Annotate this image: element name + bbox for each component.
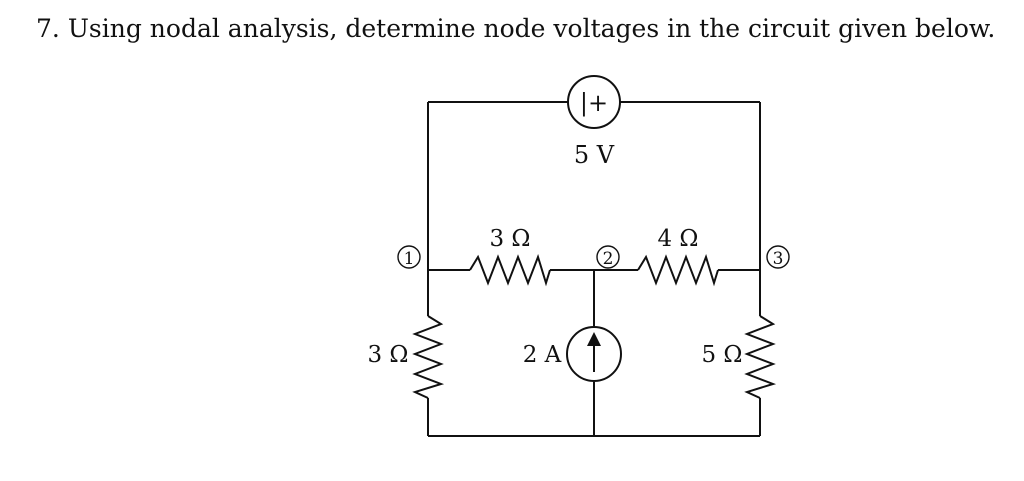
current-source-label: 2 A	[523, 342, 562, 368]
svg-text:1: 1	[404, 249, 415, 269]
question-text: 7.Using nodal analysis, determine node v…	[36, 12, 995, 46]
top-wires	[427, 101, 761, 270]
svg-text:3: 3	[773, 249, 784, 269]
voltage-source-label: 5 V	[574, 141, 615, 169]
voltage-source-symbol: |+	[580, 89, 608, 118]
arrow-up-icon	[587, 332, 601, 346]
resistor-2-3-label: 4 Ω	[657, 226, 698, 252]
resistor-1-ground-label: 3 Ω	[367, 342, 408, 368]
node-label-2: 2	[596, 245, 620, 269]
resistor-2-3	[637, 253, 719, 287]
question-number: 7.	[36, 14, 60, 43]
resistor-1-2-label: 3 Ω	[489, 226, 530, 252]
node-label-1: 1	[397, 245, 421, 269]
current-source: 2 A	[523, 326, 622, 382]
resistor-1-2	[469, 253, 551, 287]
resistor-3-ground	[744, 315, 777, 399]
node-label-3: 3	[766, 245, 790, 269]
svg-text:2: 2	[603, 249, 614, 269]
question-body: Using nodal analysis, determine node vol…	[67, 14, 996, 43]
resistor-1-ground	[412, 315, 445, 399]
voltage-source: |+ 5 V	[567, 75, 621, 169]
resistor-3-ground-label: 5 Ω	[701, 342, 742, 368]
